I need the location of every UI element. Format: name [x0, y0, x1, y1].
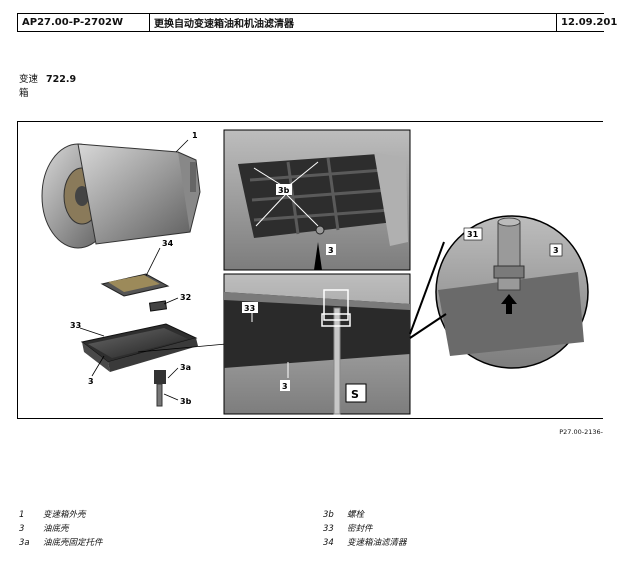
document-code: AP27.00-P-2702W	[18, 14, 150, 31]
special-tool-badge	[345, 383, 367, 403]
callout-mid-33: 33	[244, 304, 255, 313]
connector-marker	[314, 242, 322, 270]
bolt	[156, 383, 163, 407]
subject-block: 变速 722.9 箱	[19, 73, 76, 101]
document-date: 12.09.201	[561, 17, 617, 28]
transmission-oil-filter	[100, 273, 170, 297]
callout-33: 33	[70, 321, 81, 330]
callout-mid-3: 3	[282, 382, 288, 391]
callout-3a: 3a	[180, 363, 191, 372]
document-header: AP27.00-P-2702W 更换自动变速箱油和机油滤清器 12.09.201	[17, 13, 617, 32]
callout-1: 1	[192, 131, 198, 140]
callout-top-3b: 3b	[278, 186, 290, 195]
callout-3: 3	[88, 377, 94, 386]
document-title: 更换自动变速箱油和机油滤清器	[150, 14, 557, 31]
transmission-housing	[41, 143, 201, 249]
subject-label: 变速	[19, 74, 39, 85]
photo-panel-middle	[223, 273, 411, 415]
oil-pan-holder	[154, 370, 166, 384]
leader-lines	[79, 139, 227, 401]
subject-label-continued: 箱	[19, 88, 29, 99]
illustration-frame: 1 34 32 33 3 3a 3b 3b 3 33 3 S 31 3	[17, 121, 603, 419]
callout-32: 32	[180, 293, 191, 302]
callout-3b: 3b	[180, 397, 192, 406]
callout-top-3: 3	[328, 246, 334, 255]
subject-model: 722.9	[46, 74, 77, 85]
callout-34: 34	[162, 239, 174, 248]
callout-zoom-31: 31	[467, 230, 479, 239]
photo-panel-top	[223, 129, 411, 271]
oil-pan	[80, 323, 198, 372]
callout-zoom-3: 3	[553, 246, 559, 255]
figure-reference: P27.00-2136-	[559, 428, 603, 436]
gasket-part	[148, 300, 168, 312]
zoom-detail-circle	[409, 215, 589, 369]
special-tool-label: S	[351, 388, 359, 401]
exploded-view-illustration: 1 34 32 33 3 3a 3b 3b 3 33 3 S 31 3	[41, 129, 589, 415]
